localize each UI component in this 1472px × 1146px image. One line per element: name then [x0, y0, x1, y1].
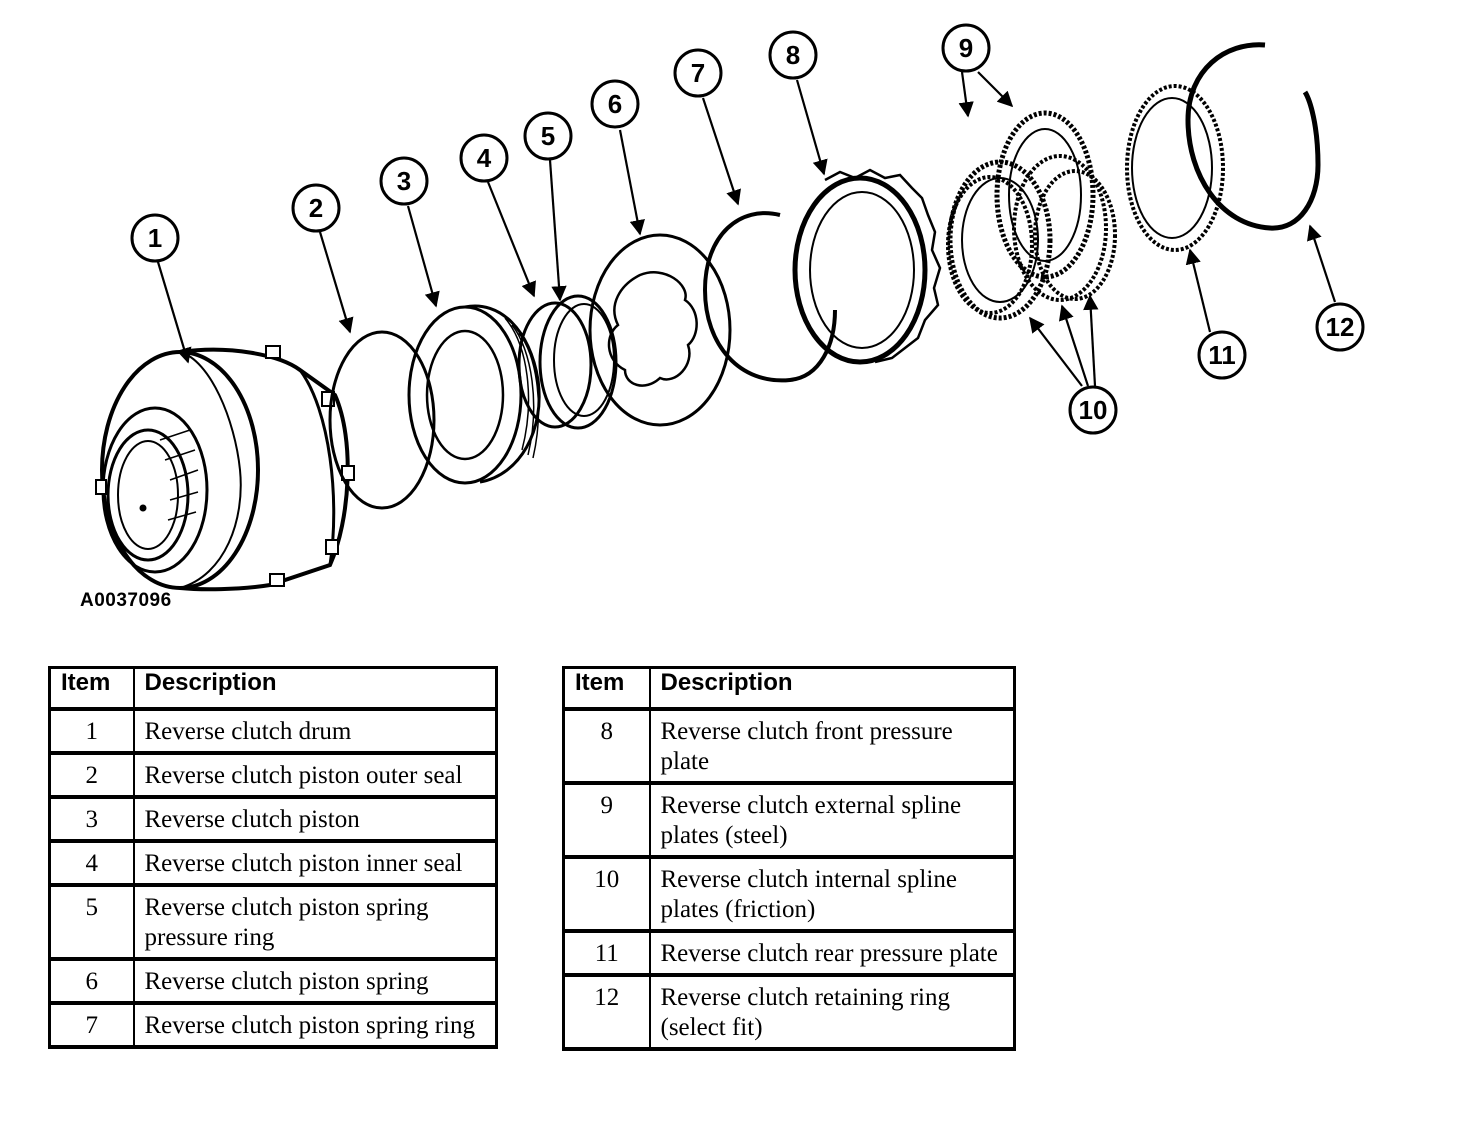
item-number: 5	[48, 884, 135, 960]
item-number: 4	[48, 840, 135, 886]
callout-5: 5	[523, 111, 573, 161]
item-description: Reverse clutch piston outer seal	[132, 752, 498, 798]
item-number: 7	[48, 1002, 135, 1048]
item-description: Reverse clutch retaining ring (select fi…	[648, 974, 1016, 1050]
item-description: Reverse clutch piston inner seal	[132, 840, 498, 886]
item-number: 9	[562, 782, 651, 858]
callout-label: 1	[148, 223, 162, 253]
part-2-outer-seal	[328, 330, 436, 510]
item-number: 11	[562, 930, 651, 976]
item-number: 12	[562, 974, 651, 1050]
part-12-retaining-ring	[1185, 42, 1321, 231]
part-11-rear-pressure-plate	[1125, 84, 1225, 252]
item-description: Reverse clutch piston spring	[132, 958, 498, 1004]
callout-label: 8	[786, 40, 800, 70]
header-description: Description	[648, 666, 1016, 710]
item-description: Reverse clutch piston	[132, 796, 498, 842]
callout-label: 3	[397, 166, 411, 196]
part-8-front-pressure-plate	[792, 168, 942, 365]
callout-9: 9	[941, 23, 991, 73]
part-4-inner-seal	[517, 301, 593, 429]
item-number: 8	[562, 708, 651, 784]
item-description: Reverse clutch drum	[132, 708, 498, 754]
callout-7: 7	[673, 48, 723, 98]
figure-id: A0037096	[80, 590, 172, 611]
callout-10: 10	[1068, 385, 1118, 435]
header-description: Description	[132, 666, 498, 710]
callout-12: 12	[1315, 302, 1365, 352]
callout-8: 8	[768, 30, 818, 80]
callout-11: 11	[1197, 330, 1247, 380]
item-description: Reverse clutch front pressure plate	[648, 708, 1016, 784]
header-item: Item	[562, 666, 651, 710]
exploded-view-diagram: 1 2 3 4 5 6 7 8 9 10 11 12	[95, 23, 1365, 592]
callout-1: 1	[130, 213, 180, 263]
callout-label: 7	[691, 58, 705, 88]
part-1-clutch-drum	[95, 345, 355, 592]
callout-label: 4	[477, 143, 492, 173]
callout-label: 9	[959, 33, 973, 63]
callout-label: 6	[608, 89, 622, 119]
item-number: 3	[48, 796, 135, 842]
item-description: Reverse clutch piston spring pressure ri…	[132, 884, 498, 960]
item-number: 10	[562, 856, 651, 932]
item-description: Reverse clutch external spline plates (s…	[648, 782, 1016, 858]
item-description: Reverse clutch rear pressure plate	[648, 930, 1016, 976]
part-3-piston	[407, 304, 541, 485]
item-description: Reverse clutch internal spline plates (f…	[648, 856, 1016, 932]
item-number: 1	[48, 708, 135, 754]
callout-3: 3	[379, 156, 429, 206]
callout-label: 11	[1208, 340, 1236, 370]
callout-label: 10	[1079, 395, 1108, 425]
callout-6: 6	[590, 79, 640, 129]
leader-lines	[156, 71, 1337, 387]
callout-label: 12	[1326, 312, 1355, 342]
part-9-10-clutch-pack	[946, 110, 1117, 321]
part-7-spring-ring	[702, 211, 837, 383]
item-number: 6	[48, 958, 135, 1004]
callout-label: 2	[309, 193, 323, 223]
header-item: Item	[48, 666, 135, 710]
callout-2: 2	[291, 183, 341, 233]
callout-4: 4	[459, 133, 509, 183]
item-number: 2	[48, 752, 135, 798]
callout-label: 5	[541, 121, 555, 151]
part-6-piston-spring	[588, 233, 732, 427]
item-description: Reverse clutch piston spring ring	[132, 1002, 498, 1048]
